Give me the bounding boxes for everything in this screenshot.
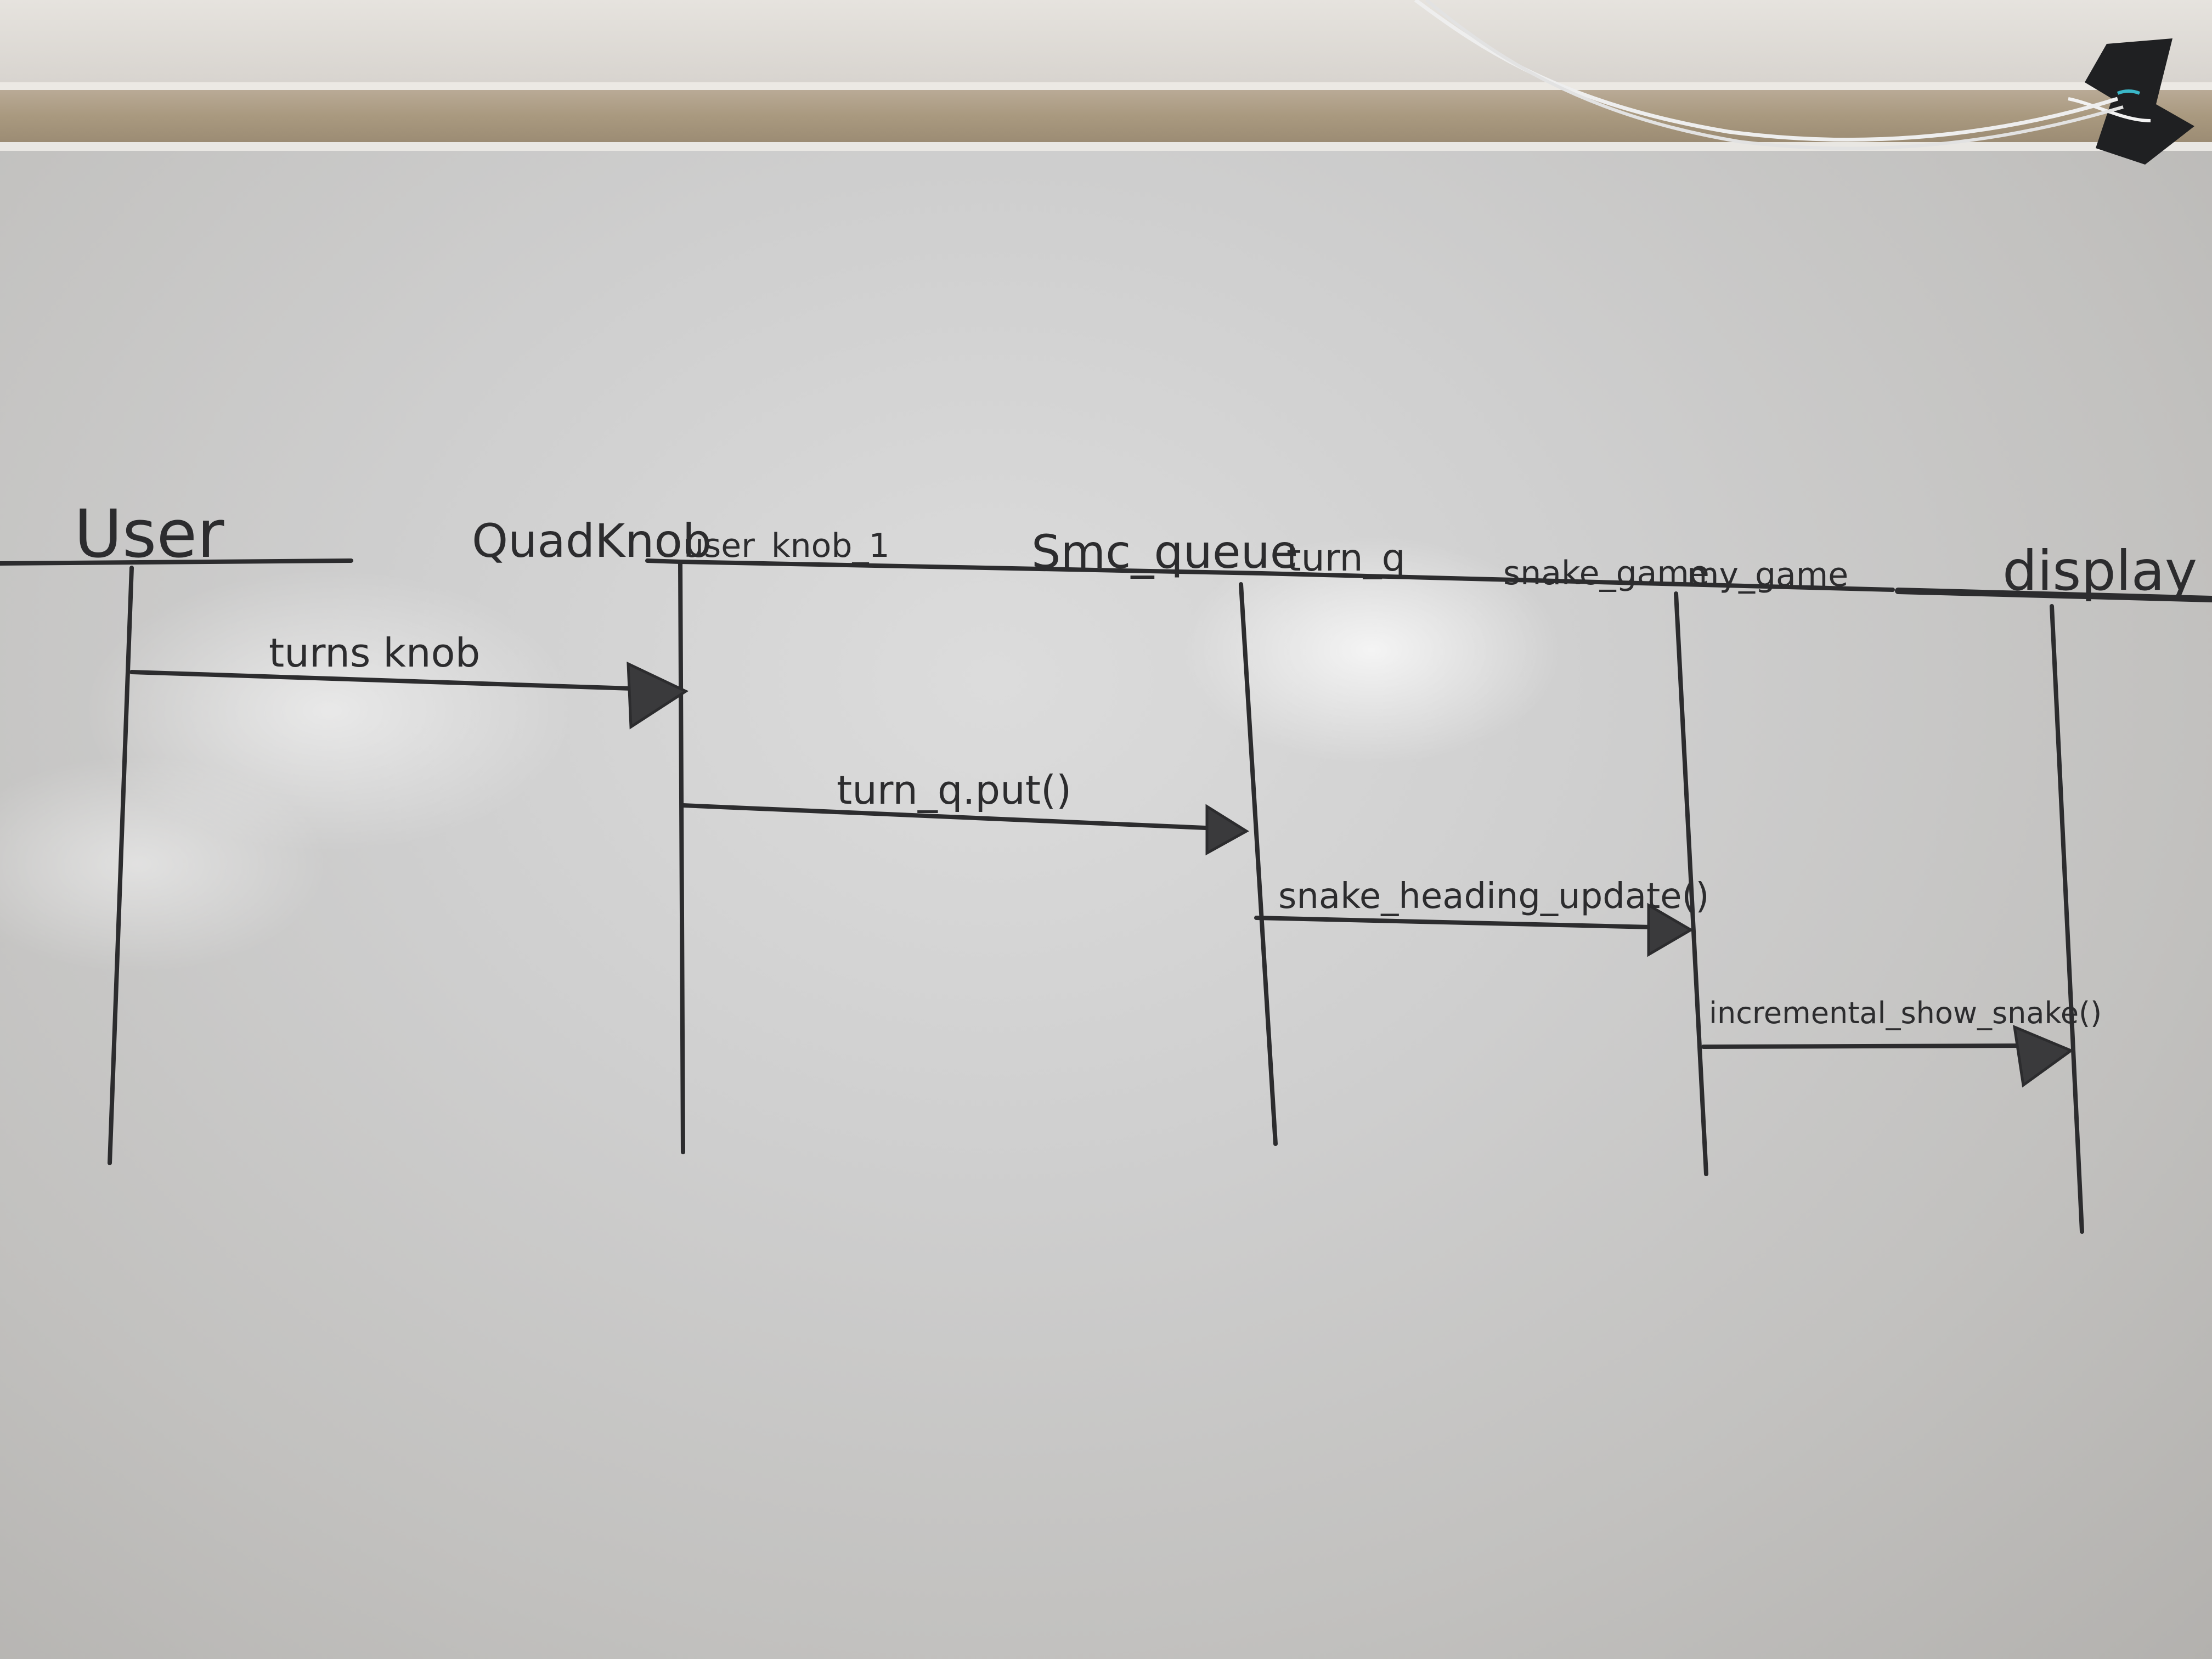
arrowhead bbox=[2012, 1024, 2074, 1088]
lifeline-label-snake-game: snake_game bbox=[1503, 554, 1709, 592]
lifeline-my-game bbox=[1674, 591, 1708, 1176]
lifeline-label-my-game: my_game bbox=[1687, 556, 1848, 594]
lifeline-label-smc-queue: Smc_queue bbox=[1031, 525, 1299, 579]
message-label-snake-heading-update: snake_heading_update() bbox=[1278, 876, 1709, 917]
arrowhead bbox=[1647, 902, 1694, 957]
header-line bbox=[0, 558, 353, 566]
arrowhead bbox=[627, 661, 689, 730]
message-arrow-line bbox=[129, 670, 633, 691]
arrowhead bbox=[1205, 804, 1249, 856]
lifeline-turn-q bbox=[1239, 582, 1278, 1146]
message-arrow-line bbox=[1701, 1043, 2027, 1049]
message-label-turns-knob: turns knob bbox=[269, 630, 480, 676]
header-line bbox=[645, 558, 1895, 592]
lifeline-user-knob bbox=[678, 560, 685, 1154]
message-arrow-line bbox=[681, 803, 1220, 831]
message-label-turn-q-put: turn_q.put() bbox=[837, 767, 1071, 813]
lifeline-label-quadknob: QuadKnob bbox=[472, 514, 712, 568]
lifeline-display bbox=[2050, 604, 2084, 1234]
lifeline-label-turn-q: turn_q bbox=[1286, 537, 1406, 580]
light-glare bbox=[0, 754, 329, 974]
message-label-incremental-show-snake: incremental_show_snake() bbox=[1709, 996, 2102, 1030]
lifeline-label-user-knob: user_knob_1 bbox=[683, 527, 890, 565]
lifeline-label-user: User bbox=[74, 496, 224, 573]
lifeline-label-display: display bbox=[2002, 539, 2197, 603]
wall bbox=[0, 0, 2212, 88]
light-glare bbox=[82, 568, 576, 853]
message-arrow-line bbox=[1254, 916, 1654, 929]
lifeline-user bbox=[108, 566, 134, 1165]
header-line bbox=[1895, 588, 2212, 602]
